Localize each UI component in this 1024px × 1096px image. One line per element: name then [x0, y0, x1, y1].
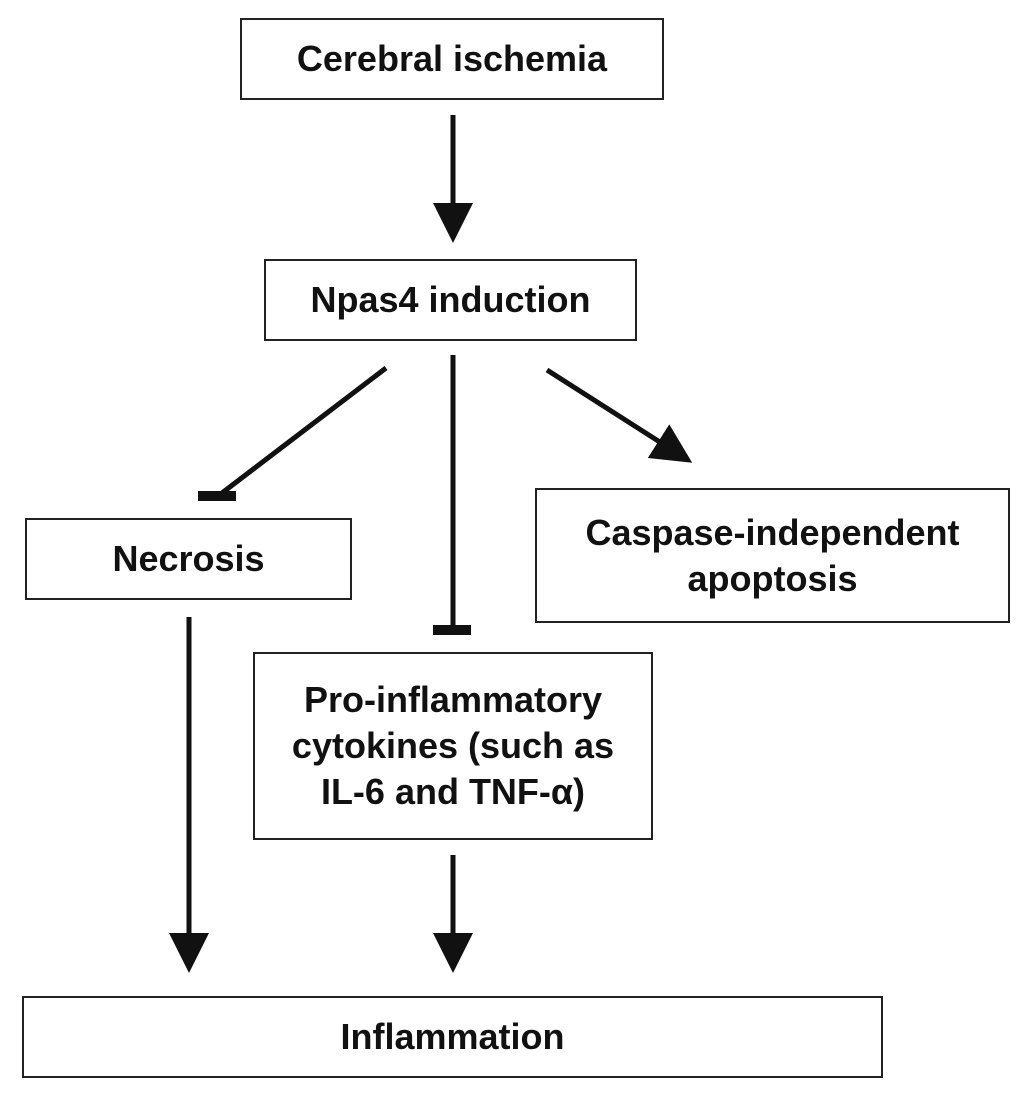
node-necrosis: Necrosis	[25, 518, 352, 600]
edge-npas4-to-caspase	[545, 367, 693, 463]
node-inflammation: Inflammation	[22, 996, 883, 1078]
node-cerebral-ischemia: Cerebral ischemia	[240, 18, 664, 100]
node-npas4-induction: Npas4 induction	[264, 259, 637, 341]
node-caspase-independent-apoptosis: Caspase-independent apoptosis	[535, 488, 1010, 623]
node-pro-inflammatory-cytokines: Pro-inflammatory cytokines (such as IL-6…	[253, 652, 653, 840]
edge-npas4-inhibits-necrosis	[216, 366, 388, 498]
